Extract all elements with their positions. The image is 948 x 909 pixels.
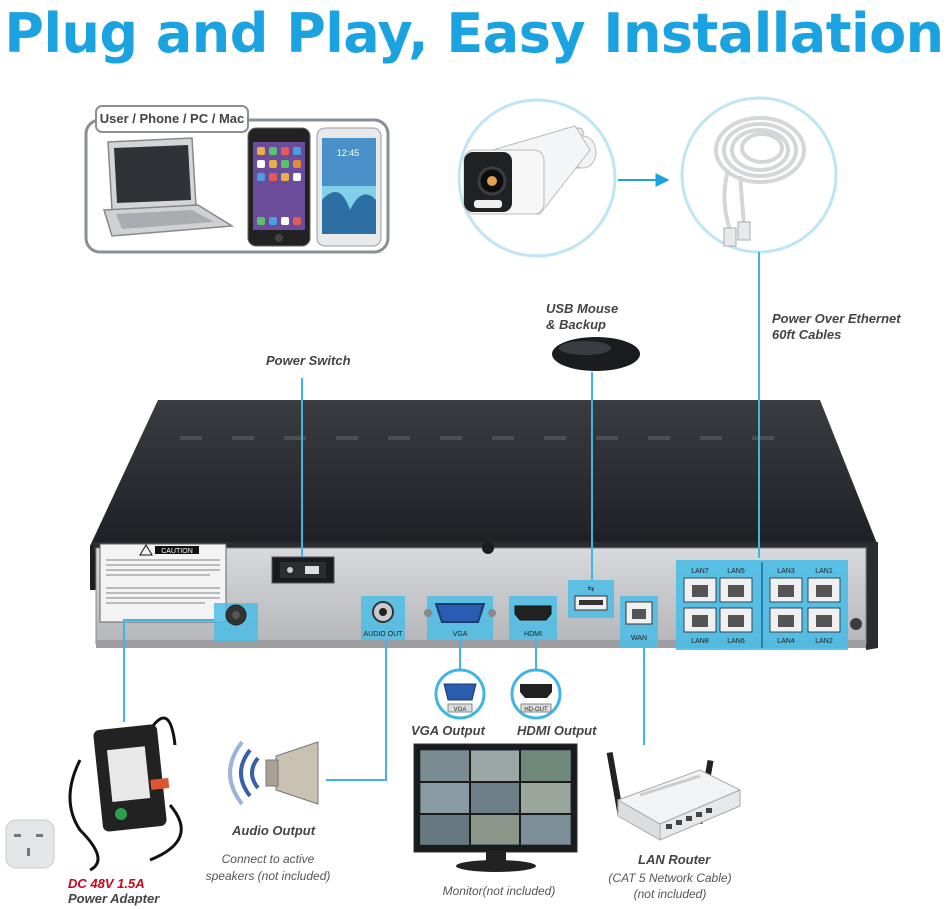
hdmi-output-label: HDMI Output [517, 723, 597, 738]
vga-connector-badge: VGA [434, 668, 486, 720]
vga-port: VGA [424, 603, 496, 638]
top-vent-marks [180, 436, 774, 440]
lan4-label: LAN4 [777, 638, 795, 645]
svg-text:WAN: WAN [631, 635, 647, 642]
bullet-camera-icon [463, 125, 597, 215]
poe-lan-ports: LAN7 LAN5 LAN3 LAN1 LAN8 LAN6 LAN4 LAN2 [683, 568, 841, 645]
wall-outlet-icon [5, 819, 55, 869]
camera-circle [457, 98, 617, 258]
audio-output-note-line2: speakers (not included) [205, 869, 331, 883]
usb-mouse-icon [552, 337, 640, 371]
laptop-icon [103, 137, 235, 237]
svg-text:⇆: ⇆ [588, 584, 595, 593]
audio-output-note-line1: Connect to active [221, 852, 315, 866]
ethernet-cable-icon [714, 116, 806, 231]
usb-port: ⇆ [574, 584, 608, 611]
svg-text:HDMI: HDMI [524, 631, 542, 638]
hdmi-port: HDMI [514, 605, 552, 638]
lan6-label: LAN6 [727, 638, 745, 645]
usb-label-line1: USB Mouse [546, 301, 619, 316]
audio-output-label: Audio Output [232, 823, 316, 838]
nvr-recorder: CAUTION AUDIO OUT [90, 400, 878, 650]
wan-port: WAN [625, 601, 653, 642]
devices-box-label: User / Phone / PC / Mac [99, 111, 245, 126]
svg-text:CAUTION: CAUTION [161, 548, 193, 555]
power-adapter-icon [68, 716, 183, 872]
speaker-icon [228, 740, 319, 806]
svg-text:HD-OUT: HD-OUT [524, 707, 548, 713]
monitor-icon [413, 743, 578, 872]
lan1-label: LAN1 [815, 568, 833, 575]
power-switch [271, 556, 335, 584]
page-title: Plug and Play, Easy Installation [4, 2, 944, 65]
dc-power-port [225, 604, 247, 626]
caution-label: CAUTION [99, 543, 227, 623]
connector-lines [123, 252, 760, 781]
poe-cable-circle [680, 96, 838, 254]
lan-router-icon [606, 751, 742, 841]
audio-out-port: AUDIO OUT [364, 601, 404, 638]
lan3-label: LAN3 [777, 568, 795, 575]
iphone-icon [247, 127, 311, 247]
android-phone-icon: 12:45 [316, 127, 382, 247]
svg-text:VGA: VGA [454, 707, 467, 713]
monitor-label: Monitor(not included) [442, 884, 556, 898]
phone-clock: 12:45 [337, 148, 360, 158]
lan-router-label: LAN Router [638, 852, 711, 867]
lan8-label: LAN8 [691, 638, 709, 645]
poe-label-line2: 60ft Cables [772, 327, 842, 342]
lan7-label: LAN7 [691, 568, 709, 575]
lan5-label: LAN5 [727, 568, 745, 575]
power-switch-label: Power Switch [266, 353, 351, 368]
hdmi-connector-badge: HD-OUT [510, 668, 562, 720]
power-adapter-label: Power Adapter [68, 891, 160, 906]
vga-output-label: VGA Output [411, 723, 485, 738]
lan-router-note-line2: (not included) [633, 887, 707, 901]
poe-label-line1: Power Over Ethernet [772, 311, 901, 326]
lan2-label: LAN2 [815, 638, 833, 645]
svg-text:VGA: VGA [453, 631, 468, 638]
usb-label-line2: & Backup [546, 317, 606, 332]
devices-box: 12:45 [84, 105, 390, 254]
power-spec-label: DC 48V 1.5A [68, 876, 145, 891]
svg-text:AUDIO OUT: AUDIO OUT [364, 631, 404, 638]
lan-router-note-line1: (CAT 5 Network Cable) [608, 871, 732, 885]
